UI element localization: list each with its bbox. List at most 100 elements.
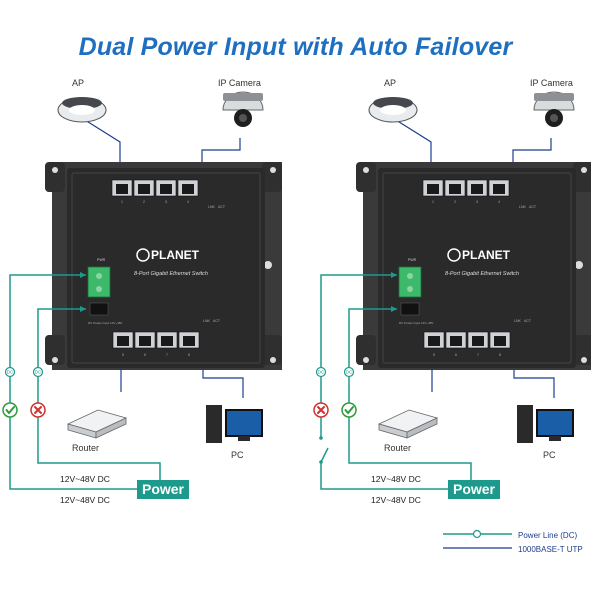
power-arrow-inner [391,306,397,312]
voltage-label-right-1: 12V~48V DC [371,474,421,484]
voltage-label-left-1: 12V~48V DC [60,474,110,484]
dc-input-label: DC Power Input 12V~48V [399,321,433,325]
port-number-bottom-8: 8 [188,353,190,357]
terminal-screw-2 [96,286,102,292]
dc-jack [400,302,420,316]
camera-lens-inner [239,114,247,122]
mount-hole-bl [363,357,369,363]
rj45-port-top-4-slot [493,184,505,194]
port-number-bottom-6: 6 [455,353,457,357]
camera-label-right: IP Camera [530,78,573,88]
power-box-left: Power [137,480,189,499]
pc-tower-icon [206,405,222,443]
check-icon-outer-mark [5,406,15,415]
break-gap [317,438,325,462]
utp-line-camera [201,138,241,165]
router-side [95,417,127,439]
status-bottom-act: ACT [213,319,221,323]
pc-label-right: PC [543,450,556,460]
port-number-top-3: 3 [165,200,167,204]
mount-ear-br [573,335,591,365]
cross-icon-outer-mark [317,406,325,414]
port-number-top-1: 1 [121,200,123,204]
dc-tag-inner [343,366,355,378]
model-text: 8-Port Gigabit Ethernet Switch [134,271,208,277]
port-number-bottom-7: 7 [477,353,479,357]
pc-monitor-stand [549,436,561,441]
rj45-port-top-4-slot [182,184,194,194]
ap-label-right: AP [384,78,397,88]
port-number-top-4: 4 [187,200,189,204]
rj45-port-bottom-5-slot [428,336,440,346]
status-top-act: ACT [218,205,226,209]
utp-line-camera [512,138,552,165]
camera-label-left: IP Camera [218,78,261,88]
utp-line-ap [84,119,121,165]
status-bottom-act: ACT [524,319,532,323]
pc-label-left: PC [231,450,244,460]
status-top-lnk: LNK [208,205,215,209]
break-switch-arm [320,447,329,463]
ap-top [62,97,102,109]
legend-utp-label: 1000BASE-T UTP [518,545,583,554]
ap-face [69,105,95,115]
status-top-act: ACT [529,205,537,209]
router-side [406,417,438,439]
terminal-screw-1 [407,273,413,279]
dc-jack [89,302,109,316]
terminal-block [398,266,422,298]
cross-icon-inner-mark [34,406,42,414]
camera-mount [223,93,263,101]
ap-face [380,105,406,115]
pc-monitor-stand [238,436,250,441]
dc-input-label: DC Power Input 12V~48V [88,321,122,325]
switch-body [67,168,265,368]
port-number-top-2: 2 [454,200,456,204]
switch-panel-outline [71,172,261,364]
dc-tag-outer [4,366,16,378]
port-number-bottom-6: 6 [144,353,146,357]
pc-tower-icon [517,405,533,443]
dc-tag-inner [32,366,44,378]
mount-ear-br [262,335,282,365]
rj45-port-bottom-7-slot [472,336,484,346]
check-icon-inner-mark [344,406,354,415]
brand-planet: PLANET [151,248,200,262]
rj45-port-bottom-8-slot [183,336,195,346]
dc-tag-inner-text: DC [35,370,42,375]
rj45-port-top-2-slot [138,184,150,194]
port-number-top-4: 4 [498,200,500,204]
port-number-bottom-8: 8 [499,353,501,357]
rj45-port-bottom-5-slot [117,336,129,346]
mount-hole-br [581,357,587,363]
dc-tag-outer-text: DC [318,370,325,375]
switch-body [378,168,576,368]
mount-hole-tr [581,167,587,173]
ap-label-left: AP [72,78,85,88]
pc-monitor-icon [536,409,574,437]
check-icon-outer [2,402,18,418]
planet-logo-icon [136,248,150,262]
rj45-port-top-1-slot [116,184,128,194]
terminal-screw-1 [96,273,102,279]
port-number-bottom-5: 5 [122,353,124,357]
mount-hole-tr [270,167,276,173]
terminal-screw-2 [407,286,413,292]
mount-hole-right [264,261,272,269]
legend-power-dot [472,529,482,539]
planet-logo-icon [447,248,461,262]
diagram-title: Dual Power Input with Auto Failover [78,33,513,61]
rj45-port-bottom-6-slot [139,336,151,346]
mount-ear-tl [45,162,65,192]
rj45-port-top-3-slot [160,184,172,194]
utp-line-pc [513,365,555,398]
rj45-port-top-1-slot [427,184,439,194]
dc-tag-outer [315,366,327,378]
status-bottom-lnk: LNK [203,319,210,323]
power-arrow-outer [391,272,397,278]
dc-tag-outer-text: DC [7,370,14,375]
mount-hole-bl [52,357,58,363]
